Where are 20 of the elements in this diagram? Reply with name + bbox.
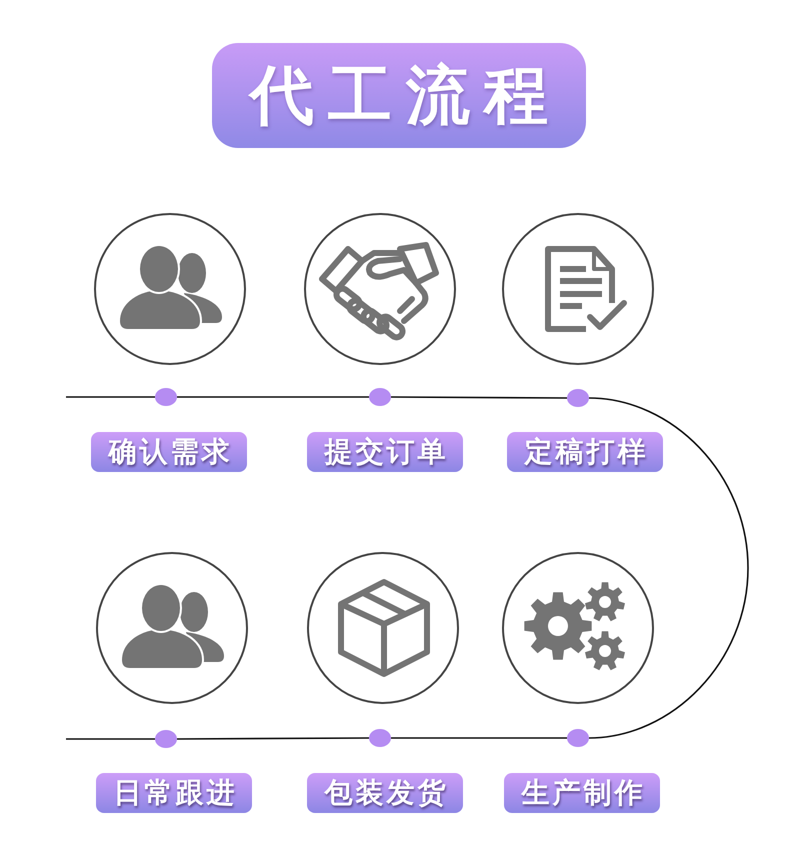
timeline-line [66, 396, 155, 398]
step-label: 生产制作 [504, 773, 660, 813]
step-label: 定稿打样 [507, 432, 663, 472]
step-label: 包装发货 [307, 773, 463, 813]
timeline-line [588, 397, 749, 739]
timeline-line [177, 737, 369, 740]
timeline-line [66, 738, 155, 740]
step-label: 确认需求 [91, 432, 247, 472]
timeline-dot [155, 388, 177, 406]
timeline-line [177, 396, 369, 398]
title-banner: 代工流程 [212, 43, 586, 148]
timeline-dot [567, 389, 589, 407]
timeline-dot [369, 729, 391, 747]
timeline-dot [155, 730, 177, 748]
step-label: 日常跟进 [96, 773, 252, 813]
timeline-line [391, 737, 567, 739]
timeline-line [391, 396, 567, 399]
timeline-dot [567, 729, 589, 747]
step-label: 提交订单 [307, 432, 463, 472]
timeline-dot [369, 388, 391, 406]
